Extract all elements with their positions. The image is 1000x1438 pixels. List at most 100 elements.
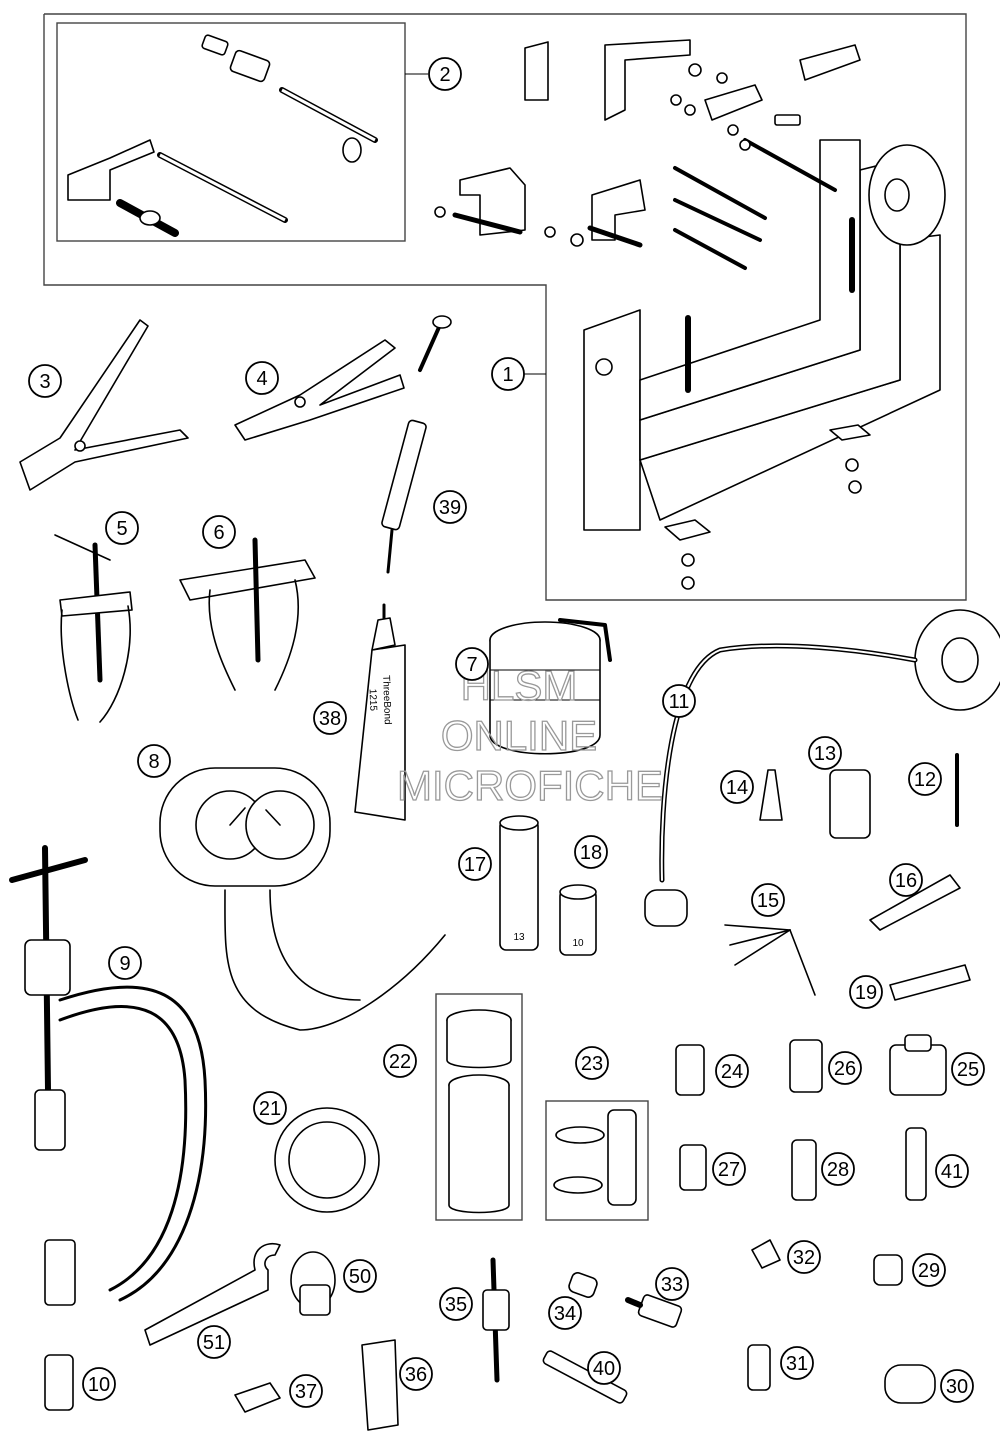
svg-text:50: 50 (349, 1266, 371, 1288)
watermark: HLSM ONLINE MICROFICHE (396, 661, 663, 809)
thread-insert-34 (568, 1272, 598, 1298)
callout-51: 51 (197, 1325, 231, 1359)
callout-15: 15 (751, 883, 785, 917)
svg-text:32: 32 (793, 1247, 815, 1269)
pressure-gauge-8 (159, 767, 446, 1031)
callout-8: 8 (137, 744, 171, 778)
tube-brand-text: ThreeBond (380, 675, 393, 725)
svg-text:8: 8 (148, 751, 159, 773)
gauge-strip-19 (889, 964, 971, 1001)
svg-text:5: 5 (116, 518, 127, 540)
engine-stand (434, 39, 946, 590)
callout-32: 32 (787, 1240, 821, 1274)
svg-text:35: 35 (445, 1294, 467, 1316)
hook-wrench-51 (144, 1243, 281, 1346)
callout-23: 23 (575, 1046, 609, 1080)
callout-5: 5 (105, 511, 139, 545)
callout-26: 26 (828, 1051, 862, 1085)
socket-18: 10 (559, 884, 597, 956)
kit-2-bolts (67, 34, 378, 237)
callout-38: 38 (313, 701, 347, 735)
callout-37: 37 (289, 1374, 323, 1408)
dial-gauge-11 (644, 609, 1000, 927)
socket-13-text: 13 (513, 932, 525, 943)
svg-text:23: 23 (581, 1053, 603, 1075)
svg-text:31: 31 (786, 1353, 808, 1375)
svg-text:40: 40 (593, 1358, 615, 1380)
drift-41 (905, 1127, 927, 1201)
svg-text:33: 33 (661, 1274, 683, 1296)
callout-22: 22 (383, 1044, 417, 1078)
bearing-kit-22-frame (435, 993, 523, 1221)
pliers-3 (19, 319, 189, 491)
svg-text:51: 51 (203, 1332, 225, 1354)
adapter-29 (873, 1254, 903, 1286)
svg-text:2: 2 (439, 64, 450, 86)
callout-6: 6 (202, 515, 236, 549)
callout-35: 35 (439, 1287, 473, 1321)
loctite-13 (829, 769, 871, 839)
svg-text:29: 29 (918, 1260, 940, 1282)
svg-text:18: 18 (580, 842, 602, 864)
bearing-tools-23 (553, 1109, 637, 1206)
callout-3: 3 (28, 364, 62, 398)
svg-text:17: 17 (464, 854, 486, 876)
callout-24: 24 (715, 1054, 749, 1088)
callout-29: 29 (912, 1253, 946, 1287)
svg-text:13: 13 (814, 743, 836, 765)
svg-text:41: 41 (941, 1161, 963, 1183)
callout-50: 50 (343, 1259, 377, 1293)
callout-2: 2 (428, 57, 462, 91)
bolt-33 (625, 1294, 683, 1328)
callout-27: 27 (712, 1152, 746, 1186)
valve-31 (747, 1344, 771, 1391)
svg-text:11: 11 (669, 691, 690, 713)
callout-12: 12 (908, 762, 942, 796)
cap-30 (884, 1364, 936, 1404)
plate-37 (234, 1382, 281, 1413)
callout-1: 1 (491, 357, 525, 391)
svg-text:10: 10 (88, 1374, 110, 1396)
svg-text:9: 9 (119, 953, 130, 975)
svg-text:38: 38 (319, 708, 341, 730)
callout-17: 17 (458, 847, 492, 881)
callout-34: 34 (548, 1296, 582, 1330)
puller-6 (179, 537, 316, 691)
callout-25: 25 (951, 1052, 985, 1086)
callout-10: 10 (82, 1367, 116, 1401)
callout-9: 9 (108, 946, 142, 980)
svg-text:30: 30 (946, 1376, 968, 1398)
svg-text:22: 22 (389, 1051, 411, 1073)
svg-text:7: 7 (466, 654, 477, 676)
clutch-holder-21 (274, 1107, 380, 1213)
svg-text:39: 39 (439, 497, 461, 519)
sealant-14 (759, 769, 783, 821)
watermark-line-2: ONLINE (441, 712, 597, 759)
sleeve-10 (44, 1354, 74, 1411)
callout-39: 39 (433, 490, 467, 524)
svg-text:24: 24 (721, 1061, 743, 1083)
drift-28 (791, 1139, 817, 1201)
callout-14: 14 (720, 770, 754, 804)
drift-27 (679, 1144, 707, 1191)
drift-24 (675, 1044, 705, 1096)
callout-31: 31 (780, 1346, 814, 1380)
bearing-kit-23-frame (545, 1100, 649, 1221)
puller-5 (54, 534, 133, 723)
slide-hammer-9 (9, 845, 208, 1306)
svg-text:14: 14 (726, 777, 748, 799)
piston-ring-compressor-7 (489, 618, 612, 755)
callout-18: 18 (574, 835, 608, 869)
svg-text:12: 12 (914, 769, 936, 791)
bracket-36 (361, 1339, 399, 1431)
callout-36: 36 (399, 1357, 433, 1391)
svg-text:3: 3 (39, 371, 50, 393)
callout-41: 41 (935, 1154, 969, 1188)
tube-code-text: 1215 (367, 689, 379, 712)
socket-10-text: 10 (572, 938, 584, 949)
pin-32 (751, 1239, 781, 1269)
svg-text:34: 34 (554, 1303, 576, 1325)
callout-7: 7 (455, 647, 489, 681)
adapter-50 (290, 1251, 336, 1316)
